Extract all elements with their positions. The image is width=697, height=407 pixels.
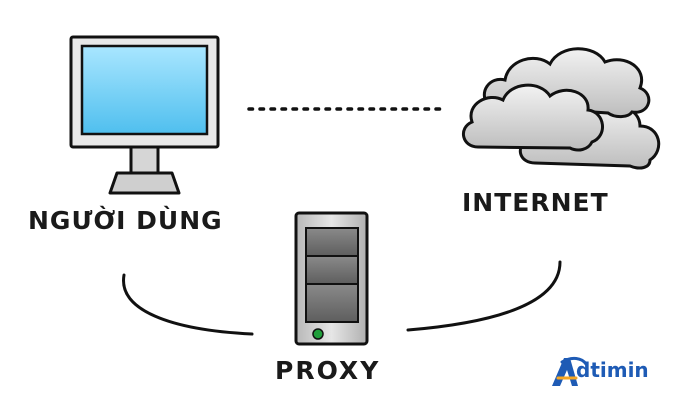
proxy-label: PROXY (275, 356, 381, 385)
user-label: NGƯỜI DÙNG (28, 206, 223, 235)
server-icon (294, 211, 369, 346)
brand-logo: dtimin (548, 352, 683, 392)
brand-logo-text: dtimin (576, 358, 649, 382)
brand-logo-mark (552, 356, 588, 386)
cloud-icon (462, 47, 661, 170)
monitor-icon (69, 35, 220, 195)
connection-proxy-internet (406, 260, 562, 332)
internet-label: INTERNET (462, 188, 609, 217)
connection-user-proxy (122, 273, 254, 336)
